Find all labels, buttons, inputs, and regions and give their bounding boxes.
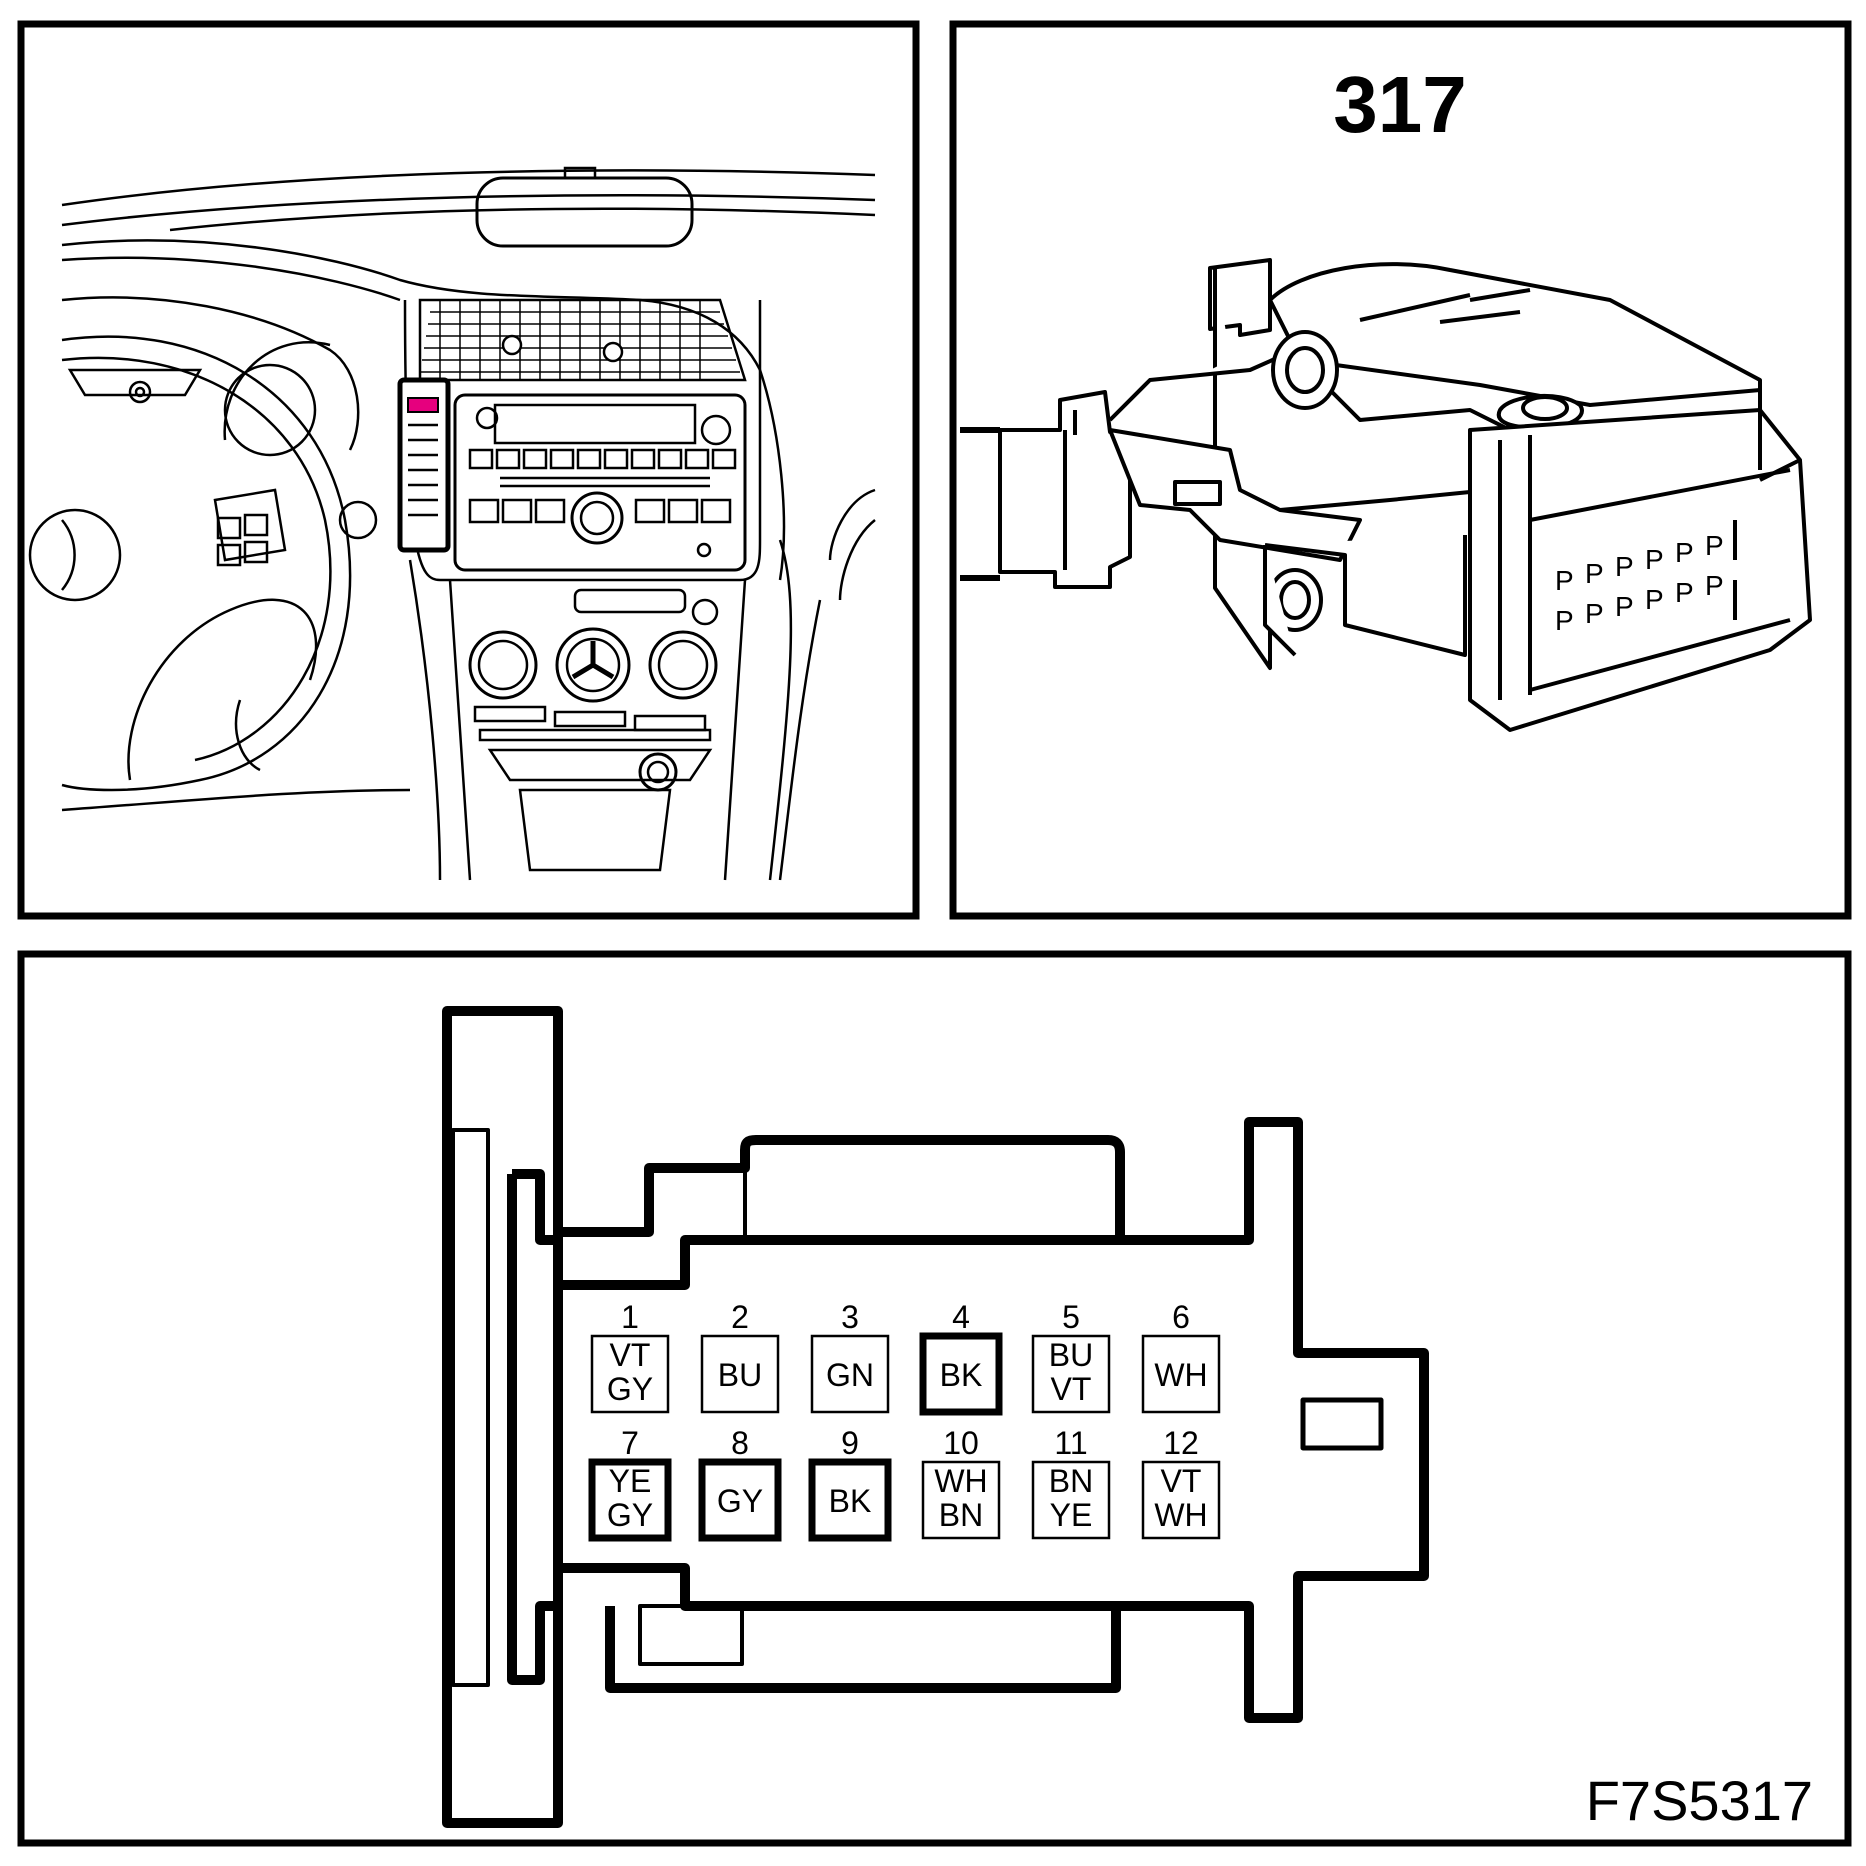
wire-color: WH [934, 1463, 987, 1499]
connector-number: 317 [1333, 60, 1466, 149]
figure-code: F7S5317 [1586, 1769, 1813, 1832]
pin-cavity [1031, 1460, 1111, 1540]
pin-3: 3GN [810, 1299, 890, 1414]
pin-number: 4 [952, 1299, 970, 1335]
pin-cavity [810, 1334, 890, 1414]
pin-number: 1 [621, 1299, 639, 1335]
pin-number: 10 [943, 1425, 979, 1461]
svg-text:P: P [1675, 577, 1694, 608]
wire-color: BN [1049, 1463, 1093, 1499]
svg-text:P: P [1585, 558, 1604, 589]
pin-cavity [590, 1334, 670, 1414]
pin-number: 3 [841, 1299, 859, 1335]
pin-cavity [1141, 1334, 1221, 1414]
panel-connector-view [949, 20, 1852, 920]
wire-color: GN [826, 1357, 874, 1393]
pin-cavity [700, 1334, 780, 1414]
svg-text:P: P [1555, 565, 1574, 596]
svg-text:P: P [1705, 530, 1724, 561]
wire-color: WH [1154, 1497, 1207, 1533]
svg-text:P: P [1615, 591, 1634, 622]
wire-color: WH [1154, 1357, 1207, 1393]
pin-number: 6 [1172, 1299, 1190, 1335]
pin-cavity [1031, 1334, 1111, 1414]
pin-number: 2 [731, 1299, 749, 1335]
wire-color: BU [718, 1357, 762, 1393]
pin-cavity [808, 1458, 892, 1542]
pin-2: 2BU [700, 1299, 780, 1414]
wire-color: BK [829, 1483, 872, 1519]
wire-color: VT [1051, 1371, 1092, 1407]
wire-color: GY [607, 1497, 653, 1533]
pin-grid: 1VTGY2BU3GN4BK5BUVT6WH7YEGY8GY9BK10WHBN1… [588, 1299, 1221, 1542]
pin-cavity [588, 1458, 672, 1542]
svg-text:P: P [1615, 551, 1634, 582]
pin-9: 9BK [808, 1425, 892, 1542]
svg-text:P: P [1555, 605, 1574, 636]
svg-text:P: P [1675, 537, 1694, 568]
wire-color: GY [717, 1483, 763, 1519]
wire-color: BN [939, 1497, 983, 1533]
pin-number: 8 [731, 1425, 749, 1461]
pin-6: 6WH [1141, 1299, 1221, 1414]
pin-8: 8GY [698, 1425, 782, 1542]
pin-cavity [698, 1458, 782, 1542]
wire-color: BU [1049, 1337, 1093, 1373]
wire-color: YE [1050, 1497, 1093, 1533]
pin-number: 9 [841, 1425, 859, 1461]
svg-text:P: P [1645, 584, 1664, 615]
pin-cavity [921, 1460, 1001, 1540]
pin-number: 5 [1062, 1299, 1080, 1335]
panel-pinout [17, 950, 1852, 1847]
dashboard-illustration [28, 166, 876, 881]
pin-cavity [919, 1332, 1003, 1416]
wire-color: BK [940, 1357, 983, 1393]
wire-color: YE [609, 1463, 652, 1499]
wire-color: VT [1161, 1463, 1202, 1499]
wire-color: GY [607, 1371, 653, 1407]
connector-face-outline [442, 1006, 1429, 1828]
pin-number: 7 [621, 1425, 639, 1461]
pin-number: 11 [1054, 1425, 1087, 1461]
wire-color: VT [610, 1337, 651, 1373]
pin-number: 12 [1163, 1425, 1199, 1461]
panel-location [17, 20, 920, 920]
svg-text:P: P [1585, 598, 1604, 629]
svg-text:P: P [1705, 570, 1724, 601]
pin-cavity [1141, 1460, 1221, 1540]
pin-4: 4BK [919, 1299, 1003, 1416]
svg-text:P: P [1645, 544, 1664, 575]
